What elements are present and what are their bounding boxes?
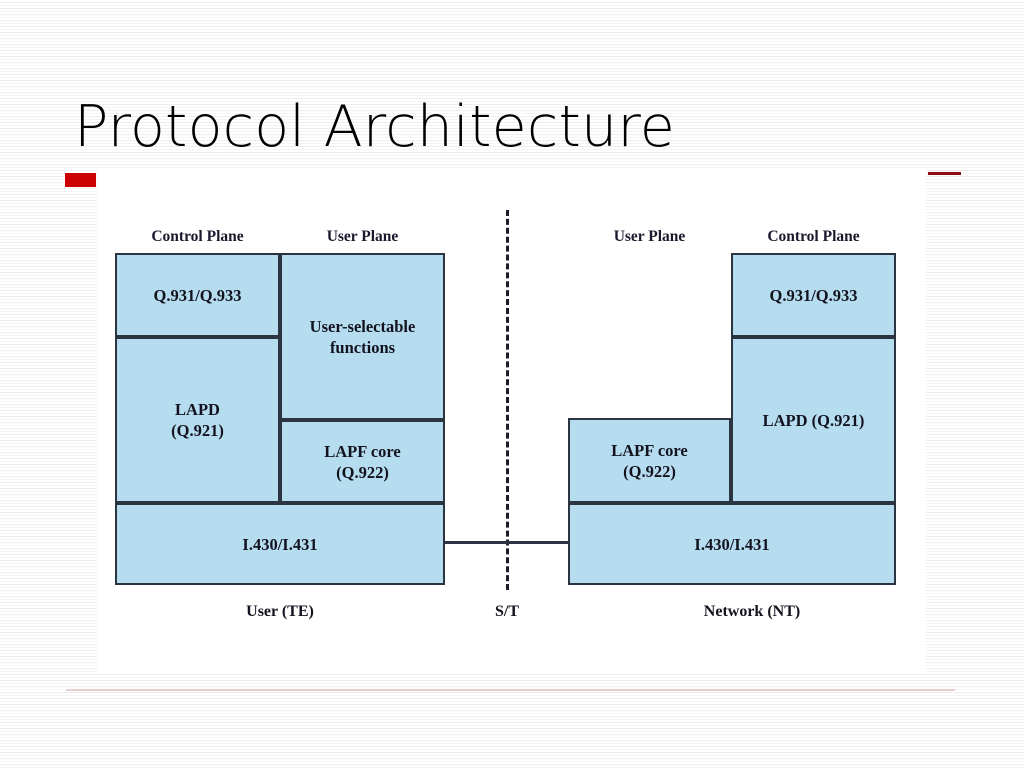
label-right-control-plane: Control Plane xyxy=(767,228,860,245)
box-label: LAPF core (Q.922) xyxy=(611,440,688,481)
box-label: Q.931/Q.933 xyxy=(769,285,858,305)
title-accent-rule-right xyxy=(928,172,961,175)
label-left-user-plane: User Plane xyxy=(326,228,399,245)
box-label: LAPF core (Q.922) xyxy=(324,441,401,482)
box-user-lapf-core-q922[interactable]: LAPF core (Q.922) xyxy=(280,420,445,503)
title-accent-square xyxy=(65,173,96,187)
box-user-selectable-functions[interactable]: User-selectable functions xyxy=(280,253,445,420)
page-title: Protocol Architecture xyxy=(74,94,675,160)
box-network-lapf-core-q922[interactable]: LAPF core (Q.922) xyxy=(568,418,731,503)
box-user-i430-i431[interactable]: I.430/I.431 xyxy=(115,503,445,585)
box-label: User-selectable functions xyxy=(309,316,416,357)
diagram-panel: Control Plane User Plane User Plane Cont… xyxy=(97,170,926,672)
label-left-control-plane: Control Plane xyxy=(151,228,244,245)
box-label: LAPD (Q.921) xyxy=(171,400,224,440)
box-network-i430-i431[interactable]: I.430/I.431 xyxy=(568,503,896,585)
label-right-user-plane: User Plane xyxy=(613,228,686,245)
box-label: I.430/I.431 xyxy=(242,534,318,554)
box-label: Q.931/Q.933 xyxy=(153,285,242,305)
footer-accent-rule xyxy=(66,689,955,691)
physical-interface-connector xyxy=(444,541,568,544)
st-reference-dashed-line xyxy=(506,210,509,590)
caption-user-te: User (TE) xyxy=(246,603,314,620)
caption-network-nt: Network (NT) xyxy=(703,603,801,620)
box-network-q931-q933[interactable]: Q.931/Q.933 xyxy=(731,253,896,337)
box-label: LAPD (Q.921) xyxy=(762,410,865,430)
box-network-lapd-q921[interactable]: LAPD (Q.921) xyxy=(731,337,896,503)
box-user-lapd-q921[interactable]: LAPD (Q.921) xyxy=(115,337,280,503)
caption-st: S/T xyxy=(494,603,519,620)
box-user-q931-q933[interactable]: Q.931/Q.933 xyxy=(115,253,280,337)
box-label: I.430/I.431 xyxy=(694,534,770,554)
